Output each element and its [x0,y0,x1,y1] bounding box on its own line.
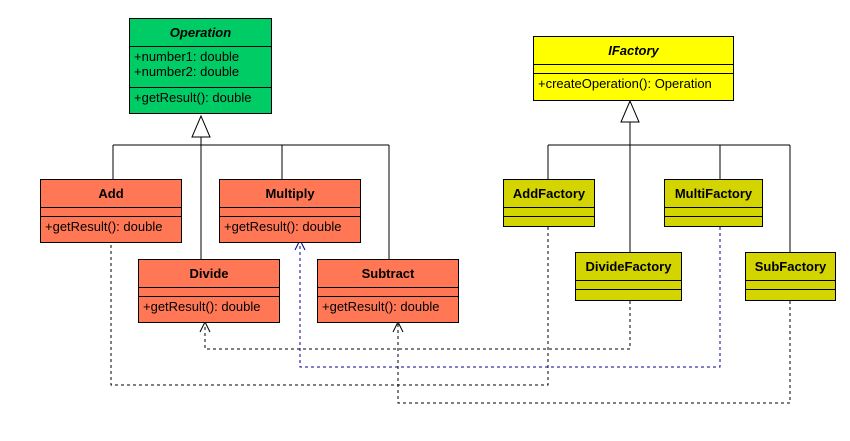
class-divide-name: Divide [139,260,279,288]
class-divide[interactable]: Divide +getResult(): double [138,259,280,323]
operation-method-getresult: +getResult(): double [134,90,252,105]
class-subfactory[interactable]: SubFactory [745,252,836,301]
class-divide-attributes [139,288,279,297]
class-subtract-methods: +getResult(): double [318,297,458,316]
class-dividefactory[interactable]: DivideFactory [575,252,682,301]
class-ifactory[interactable]: IFactory +createOperation(): Operation [533,36,734,101]
ifactory-generalization-arrowhead [620,99,640,123]
class-dividefactory-name: DivideFactory [576,253,681,281]
class-multiply-attributes [220,208,360,217]
class-operation-attributes: +number1: double +number2: double [130,47,271,88]
ifactory-method-createoperation: +createOperation(): Operation [538,76,712,91]
class-subfactory-attributes [746,281,835,290]
subtract-method-getresult: +getResult(): double [322,299,440,314]
operation-attribute-number2: +number2: double [134,64,240,79]
class-subtract[interactable]: Subtract +getResult(): double [317,259,459,323]
class-subtract-name: Subtract [318,260,458,288]
class-ifactory-attributes [534,65,733,74]
class-add-attributes [41,208,181,217]
operation-inheritance-lines [112,114,390,259]
class-operation-methods: +getResult(): double [130,88,271,107]
class-multiply-name: Multiply [220,180,360,208]
class-multifactory-name: MultiFactory [665,180,762,208]
ifactory-inheritance-lines [547,99,791,252]
class-ifactory-name: IFactory [534,37,733,65]
class-add[interactable]: Add +getResult(): double [40,179,182,243]
class-divide-methods: +getResult(): double [139,297,279,316]
multifactory-to-multiply-dependency [299,227,721,368]
multiply-method-getresult: +getResult(): double [224,219,342,234]
class-operation[interactable]: Operation +number1: double +number2: dou… [129,18,272,114]
class-addfactory-attributes [504,208,594,217]
operation-generalization-arrowhead [191,114,211,138]
class-ifactory-methods: +createOperation(): Operation [534,74,733,93]
dividefactory-to-divide-dependency [204,301,631,350]
subfactory-to-subtract-dependency [397,301,791,404]
operation-attribute-number1: +number1: double [134,49,240,64]
divide-method-getresult: +getResult(): double [143,299,261,314]
class-addfactory[interactable]: AddFactory [503,179,595,227]
class-dividefactory-attributes [576,281,681,290]
class-addfactory-name: AddFactory [504,180,594,208]
class-operation-name: Operation [130,19,271,47]
class-multiply-methods: +getResult(): double [220,217,360,236]
addfactory-to-add-dependency [110,224,549,386]
class-add-methods: +getResult(): double [41,217,181,236]
class-multiply[interactable]: Multiply +getResult(): double [219,179,361,243]
class-multifactory[interactable]: MultiFactory [664,179,763,227]
class-multifactory-attributes [665,208,762,217]
add-method-getresult: +getResult(): double [45,219,163,234]
class-add-name: Add [41,180,181,208]
class-subfactory-name: SubFactory [746,253,835,281]
class-subtract-attributes [318,288,458,297]
